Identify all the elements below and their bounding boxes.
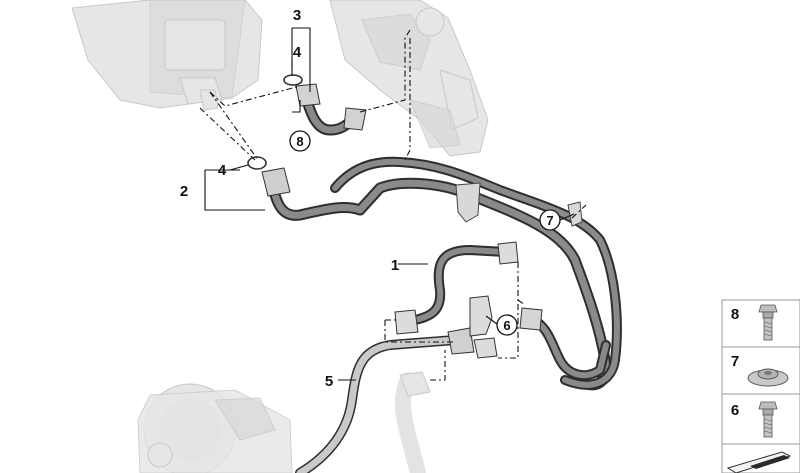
callout-8-circle: 8 bbox=[289, 130, 311, 152]
ghost-electronics-box bbox=[71, 0, 263, 111]
o-ring-upper bbox=[283, 74, 303, 86]
callout-2: 2 bbox=[180, 183, 188, 200]
legend-number-3: 6 bbox=[731, 402, 739, 419]
callout-5: 5 bbox=[325, 373, 333, 390]
hose-part-3 bbox=[295, 83, 367, 136]
callout-1: 1 bbox=[391, 257, 399, 274]
o-ring-lower bbox=[247, 156, 267, 170]
legend-number-1: 8 bbox=[731, 306, 739, 323]
callout-3: 3 bbox=[293, 7, 301, 24]
callout-6: 6 bbox=[503, 318, 510, 333]
callout-6-circle: 6 bbox=[496, 314, 518, 336]
callout-7-circle: 7 bbox=[539, 209, 561, 231]
hose-part-5 bbox=[295, 327, 475, 473]
legend-number-2: 7 bbox=[731, 353, 739, 370]
ghost-coolant-hose bbox=[395, 371, 431, 473]
callout-leaders bbox=[204, 27, 575, 381]
connection-lines bbox=[199, 29, 587, 381]
callout-8: 8 bbox=[296, 134, 303, 149]
callout-4-lower: 4 bbox=[218, 162, 227, 179]
callout-4-upper: 4 bbox=[293, 44, 302, 61]
hose-lower-loop bbox=[519, 307, 611, 381]
parts-legend: 8 7 6 bbox=[721, 299, 800, 473]
callout-7: 7 bbox=[546, 213, 553, 228]
bolt-icon bbox=[758, 304, 778, 341]
seal-strip-icon bbox=[726, 451, 792, 473]
ghost-engine-block bbox=[329, 0, 489, 157]
ghost-alternator bbox=[137, 383, 293, 473]
connector-fittings bbox=[469, 295, 498, 359]
clip-nut-icon bbox=[747, 368, 789, 387]
bolt-icon bbox=[758, 401, 778, 438]
